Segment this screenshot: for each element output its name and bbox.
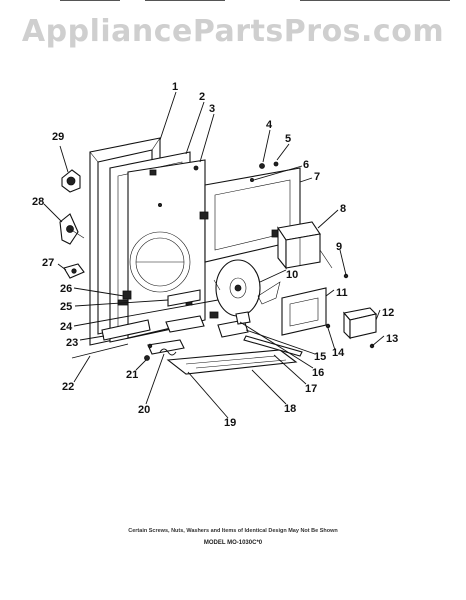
callout-21: 21	[126, 369, 138, 381]
base-tray	[166, 349, 298, 375]
callout-28: 28	[32, 196, 44, 208]
callout-27: 27	[42, 257, 54, 269]
fan-blade	[213, 259, 261, 317]
callout-8: 8	[340, 203, 346, 215]
callout-13: 13	[386, 333, 398, 345]
top-rule-right	[300, 0, 450, 1]
top-rule-left	[60, 0, 120, 1]
callout-17: 17	[305, 383, 317, 395]
footer-note: Certain Screws, Nuts, Washers and Items …	[128, 528, 338, 534]
callout-25: 25	[60, 301, 72, 313]
motor-bracket	[257, 281, 327, 336]
bottom-parts	[71, 319, 185, 361]
chassis-plate	[127, 159, 206, 339]
callout-6: 6	[303, 159, 309, 171]
transformer	[277, 221, 333, 270]
callout-5: 5	[285, 133, 291, 145]
watermark: AppliancePartsPros.com	[21, 14, 445, 49]
callout-22: 22	[62, 381, 74, 393]
callout-11: 11	[336, 287, 348, 299]
callout-20: 20	[138, 404, 150, 416]
leader-lines	[43, 91, 385, 419]
callout-4: 4	[266, 119, 273, 131]
rail	[243, 335, 303, 357]
callout-16: 16	[312, 367, 324, 379]
model-number: MODEL MO-1030C*0	[203, 540, 263, 546]
callout-15: 15	[314, 351, 326, 363]
callout-7: 7	[314, 171, 320, 183]
callout-14: 14	[332, 347, 345, 359]
callout-labels: 1 2 3 4 5 6 7 8 9 10 11 12 13 14 15 16 1…	[32, 81, 398, 429]
knobs	[59, 169, 85, 279]
callout-23: 23	[66, 337, 78, 349]
callout-19: 19	[224, 417, 236, 429]
callout-29: 29	[52, 131, 64, 143]
callout-24: 24	[60, 321, 73, 333]
switch-assembly	[165, 311, 251, 338]
callout-1: 1	[172, 81, 178, 93]
callout-26: 26	[60, 283, 72, 295]
callout-10: 10	[286, 269, 298, 281]
callout-18: 18	[284, 403, 296, 415]
capacitor	[342, 307, 378, 340]
callout-12: 12	[382, 307, 394, 319]
callout-2: 2	[199, 91, 205, 103]
callout-9: 9	[336, 241, 342, 253]
top-rule-mid	[145, 0, 225, 1]
callout-3: 3	[209, 103, 215, 115]
